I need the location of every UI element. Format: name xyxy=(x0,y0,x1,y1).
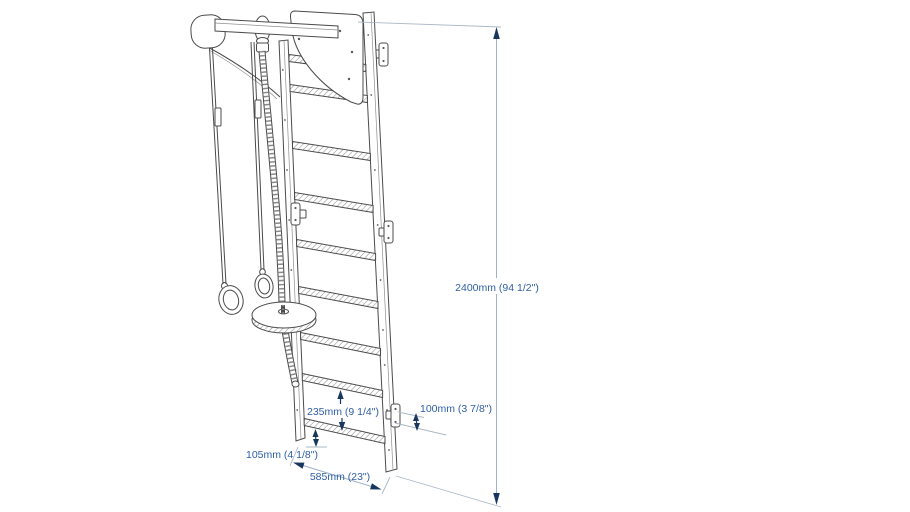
disc-top xyxy=(251,301,317,329)
rung xyxy=(296,238,377,262)
gym-rings xyxy=(218,268,274,315)
rung xyxy=(298,285,379,310)
dimension-depth: 100mm (3 7/8") xyxy=(394,403,492,436)
right-rail xyxy=(362,11,398,473)
arrowhead-up xyxy=(337,390,344,399)
rope-upper xyxy=(258,50,286,307)
arrowhead-up xyxy=(312,429,319,437)
wall-anchor-right xyxy=(378,220,394,244)
arrowhead-down xyxy=(338,422,346,431)
wall-bars-drawing xyxy=(190,10,401,473)
wall-anchor-bottom xyxy=(385,403,401,428)
pull-up-bar xyxy=(190,14,339,49)
rung xyxy=(300,331,381,357)
ring-straps xyxy=(208,39,265,285)
dimension-label-rung-spacing: 235mm (9 1/4") xyxy=(307,406,379,418)
dimension-width: 585mm (23") xyxy=(289,446,391,495)
dimension-rung-spacing: 235mm (9 1/4") xyxy=(307,390,379,431)
arrowhead-down xyxy=(313,439,319,447)
arrowhead-up xyxy=(493,27,500,39)
dimension-label-depth: 100mm (3 7/8") xyxy=(420,403,492,415)
rope-disc-seat xyxy=(251,301,317,334)
gym-ring-right xyxy=(254,273,274,299)
arrowhead-left xyxy=(293,462,305,469)
dimension-bottom-clearance: 105mm (4 1/8") xyxy=(246,429,327,461)
arrowhead-down xyxy=(414,423,420,431)
rung xyxy=(292,140,371,162)
rung xyxy=(301,372,384,399)
dimension-label-height: 2400mm (94 1/2") xyxy=(455,282,539,294)
wall-anchor-left xyxy=(290,202,307,226)
rung xyxy=(294,191,374,214)
arrowhead-down xyxy=(493,493,500,505)
rung xyxy=(303,417,386,445)
dimension-height: 2400mm (94 1/2") xyxy=(357,21,539,508)
gym-ring-left xyxy=(218,285,244,315)
arrowhead-up xyxy=(413,413,419,421)
climbing-rope xyxy=(256,37,300,388)
dimension-label-width: 585mm (23") xyxy=(310,471,370,483)
arrowhead-right xyxy=(370,483,382,490)
left-bracket-curve xyxy=(205,45,281,98)
dimension-label-bottom-clearance: 105mm (4 1/8") xyxy=(246,449,318,461)
